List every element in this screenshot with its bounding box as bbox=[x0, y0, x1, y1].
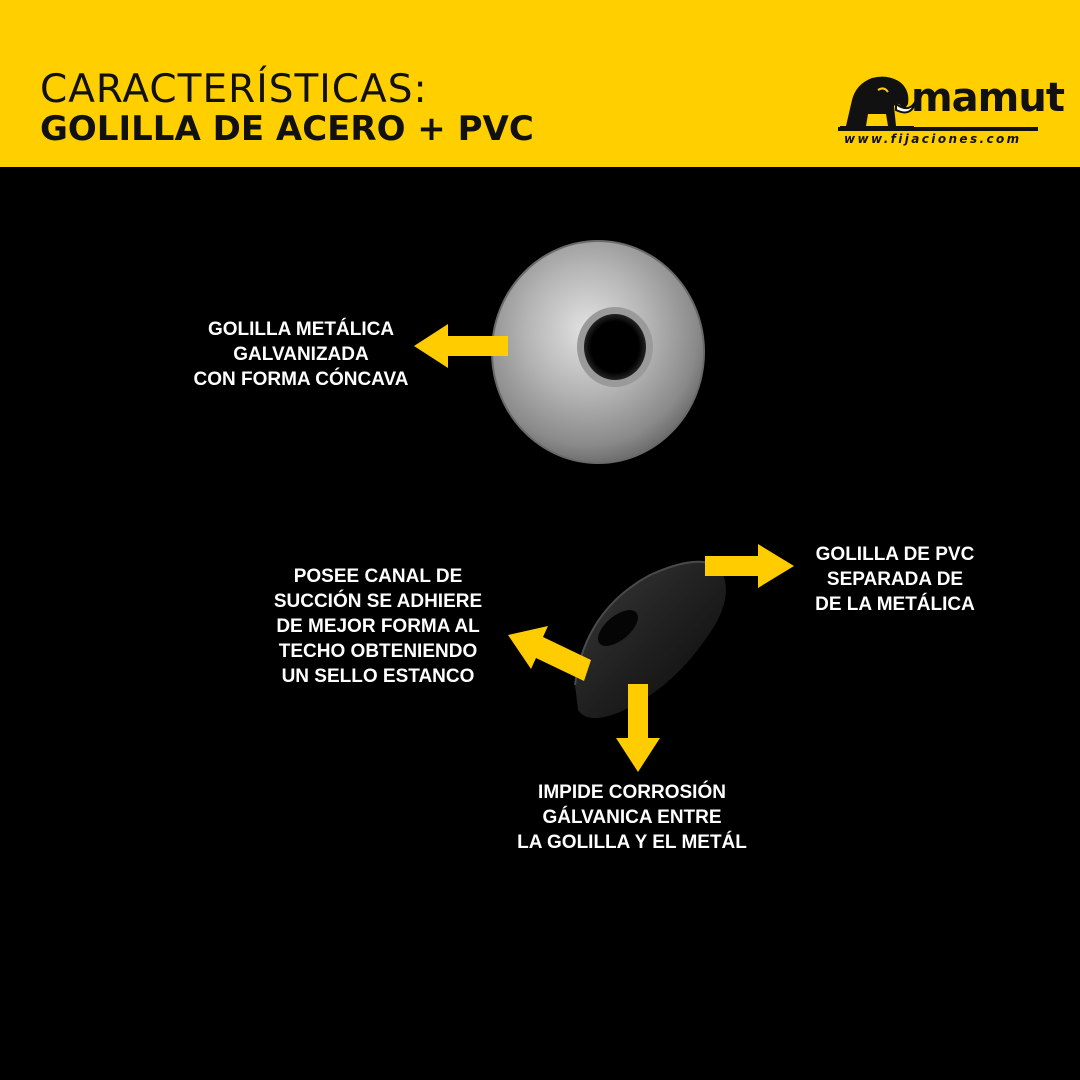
callout-line: GOLILLA DE PVC bbox=[815, 544, 975, 565]
arrow-icon bbox=[414, 324, 508, 368]
callout-line: IMPIDE CORROSIÓN bbox=[538, 782, 726, 803]
callout-suction-channel: POSEE CANAL DE SUCCIÓN SE ADHIERE DE MEJ… bbox=[252, 564, 504, 689]
callout-line: LA GOLILLA Y EL METÁL bbox=[517, 832, 747, 853]
callout-line: SEPARADA DE bbox=[826, 569, 964, 590]
arrow-icon bbox=[508, 626, 591, 681]
callout-line: TECHO OBTENIENDO bbox=[278, 641, 478, 662]
callout-line: POSEE CANAL DE bbox=[293, 566, 463, 587]
callout-line: GÁLVANICA ENTRE bbox=[542, 807, 722, 828]
callout-line: DE MEJOR FORMA AL bbox=[276, 616, 480, 637]
brand-url: www.fijaciones.com bbox=[844, 132, 1022, 146]
callout-pvc-washer: GOLILLA DE PVC SEPARADA DE DE LA METÁLIC… bbox=[790, 542, 1000, 617]
arrow-icon bbox=[705, 544, 794, 588]
callout-line: SUCCIÓN SE ADHIERE bbox=[273, 591, 483, 612]
callout-line: GOLILLA METÁLICA bbox=[207, 319, 395, 340]
steel-washer-image bbox=[491, 240, 705, 464]
arrow-icon bbox=[616, 684, 660, 772]
callout-corrosion: IMPIDE CORROSIÓN GÁLVANICA ENTRE LA GOLI… bbox=[492, 780, 772, 855]
callout-metal-washer: GOLILLA METÁLICA GALVANIZADA CON FORMA C… bbox=[170, 317, 432, 392]
brand-logo: mamut www.fijaciones.com bbox=[838, 70, 1065, 152]
brand-name: mamut bbox=[911, 75, 1065, 121]
page-subtitle: GOLILLA DE ACERO + PVC bbox=[40, 109, 534, 149]
callout-line: GALVANIZADA bbox=[233, 344, 369, 365]
callout-line: DE LA METÁLICA bbox=[815, 594, 975, 615]
logo-underline bbox=[838, 127, 1038, 131]
callout-line: CON FORMA CÓNCAVA bbox=[193, 369, 409, 390]
callout-line: UN SELLO ESTANCO bbox=[281, 666, 475, 687]
header-banner: CARACTERÍSTICAS: GOLILLA DE ACERO + PVC … bbox=[0, 0, 1080, 167]
page-title: CARACTERÍSTICAS: bbox=[40, 67, 428, 112]
pvc-washer-image bbox=[574, 560, 726, 719]
